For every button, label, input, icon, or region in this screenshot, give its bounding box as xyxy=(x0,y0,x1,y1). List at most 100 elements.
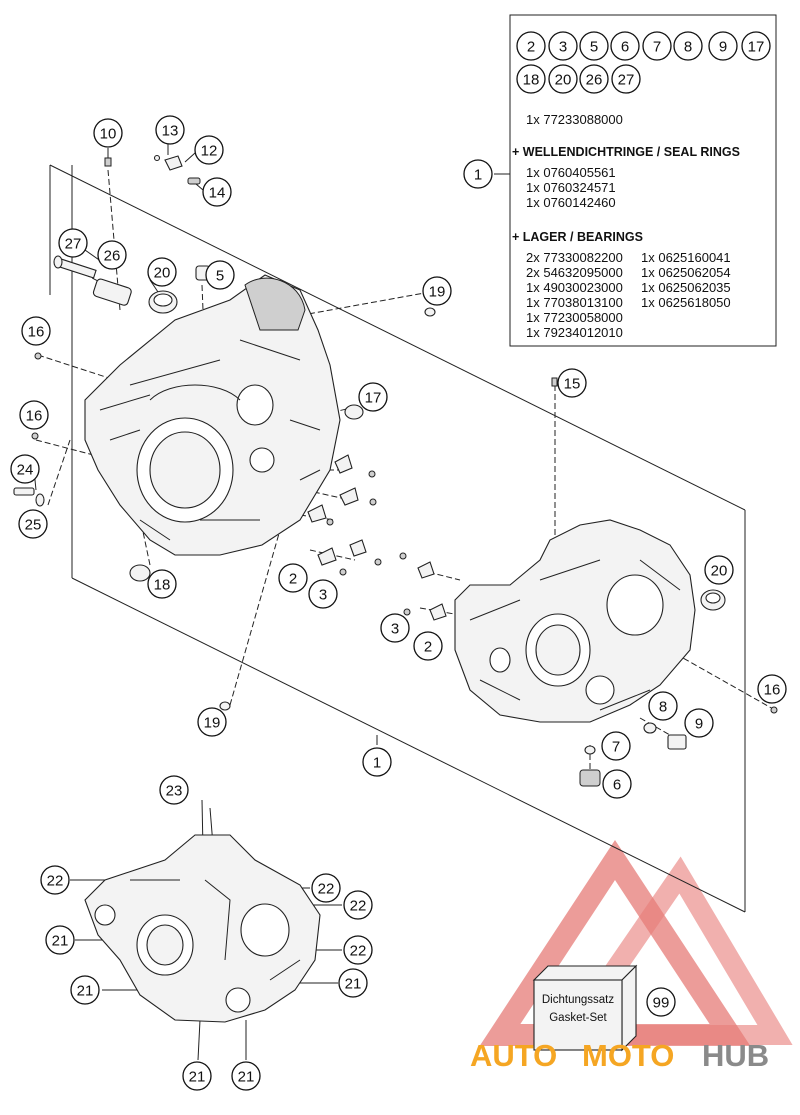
callout-circle xyxy=(40,865,70,895)
callout-13: 13 xyxy=(155,115,185,145)
callout-number: 26 xyxy=(104,248,121,265)
callout-24: 24 xyxy=(10,454,40,484)
legend-bearing-item: 1x 0625160041 xyxy=(641,250,731,265)
legend-bearing-item: 1x 77230058000 xyxy=(526,310,623,325)
legend-chip-number: 5 xyxy=(590,39,598,56)
callout-3-right: 3 xyxy=(380,613,410,643)
callout-circle xyxy=(704,555,734,585)
callout-21-b: 21 xyxy=(70,975,100,1005)
callout-7: 7 xyxy=(601,731,631,761)
callout-circle xyxy=(601,731,631,761)
callout-number: 20 xyxy=(711,563,728,580)
callout-circle xyxy=(194,135,224,165)
legend-bearing-item: 1x 49030023000 xyxy=(526,280,623,295)
callout-number: 1 xyxy=(373,755,381,772)
gasket-kit-box: Dichtungssatz Gasket-Set xyxy=(532,964,638,1052)
callout-2-left: 2 xyxy=(278,563,308,593)
legend-chip-circle xyxy=(642,31,672,61)
callout-circle xyxy=(648,691,678,721)
callout-number: 21 xyxy=(345,976,362,993)
callout-circle xyxy=(308,579,338,609)
callout-circle xyxy=(646,987,676,1017)
callout-number: 22 xyxy=(350,898,367,915)
callout-number: 13 xyxy=(162,123,179,140)
callout-16-a: 16 xyxy=(21,316,51,346)
callout-22-d: 22 xyxy=(343,935,373,965)
callout-layer: 1122335678910121314151616161718191920202… xyxy=(10,115,787,1091)
callout-circle xyxy=(147,569,177,599)
callout-3-left: 3 xyxy=(308,579,338,609)
legend-chip-number: 18 xyxy=(523,72,540,89)
callout-circle xyxy=(278,563,308,593)
callout-circle xyxy=(155,115,185,145)
legend-bearing-item: 2x 54632095000 xyxy=(526,265,623,280)
gasket-kit-label-de: Dichtungssatz xyxy=(542,994,614,1006)
legend-main-part: 1x 77233088000 xyxy=(526,112,623,127)
callout-16-b: 16 xyxy=(19,400,49,430)
callout-number: 23 xyxy=(166,783,183,800)
callout-6: 6 xyxy=(602,769,632,799)
callout-number: 17 xyxy=(365,390,382,407)
callout-9: 9 xyxy=(684,708,714,738)
legend-chip-circle xyxy=(516,31,546,61)
legend-chip: 26 xyxy=(579,64,609,94)
callout-circle xyxy=(422,276,452,306)
callout-22-c: 22 xyxy=(343,890,373,920)
legend-bearing-item: 1x 0625618050 xyxy=(641,295,731,310)
callout-number: 21 xyxy=(52,933,69,950)
callout-number: 16 xyxy=(28,324,45,341)
legend-chip-number: 6 xyxy=(621,39,629,56)
callout-21-d: 21 xyxy=(182,1061,212,1091)
callout-8: 8 xyxy=(648,691,678,721)
crankcase-detail-view xyxy=(84,834,321,1023)
callout-16-c: 16 xyxy=(757,674,787,704)
callout-number: 2 xyxy=(289,571,297,588)
small-parts xyxy=(13,154,778,787)
callout-circle xyxy=(18,509,48,539)
callout-number: 9 xyxy=(695,716,703,733)
callout-number: 20 xyxy=(154,265,171,282)
callout-number: 1 xyxy=(474,167,482,184)
callout-circle xyxy=(380,613,410,643)
legend-chip: 6 xyxy=(610,31,640,61)
callout-2-right: 2 xyxy=(413,631,443,661)
watermark-part-hub: HUB xyxy=(702,1038,769,1073)
callout-10: 10 xyxy=(93,118,123,148)
callout-number: 22 xyxy=(318,881,335,898)
callout-circle xyxy=(97,240,127,270)
legend-chip: 9 xyxy=(708,31,738,61)
callout-20-right: 20 xyxy=(704,555,734,585)
callout-number: 18 xyxy=(154,577,171,594)
callout-number: 10 xyxy=(100,126,117,143)
legend-chip-circle xyxy=(611,64,641,94)
legend-chip-circle xyxy=(548,31,578,61)
legend-chip: 2 xyxy=(516,31,546,61)
callout-27: 27 xyxy=(58,228,88,258)
callout-number: 19 xyxy=(429,284,446,301)
callout-number: 21 xyxy=(189,1069,206,1086)
legend-seal-item: 1x 0760142460 xyxy=(526,195,616,210)
callout-number: 15 xyxy=(564,376,581,393)
legend-chip: 7 xyxy=(642,31,672,61)
callout-circle xyxy=(463,159,493,189)
callout-18: 18 xyxy=(147,569,177,599)
callout-number: 2 xyxy=(424,639,432,656)
callout-number: 14 xyxy=(209,185,226,202)
legend-chip-circle xyxy=(579,31,609,61)
callout-number: 3 xyxy=(319,587,327,604)
callout-26: 26 xyxy=(97,240,127,270)
legend-chip: 8 xyxy=(673,31,703,61)
callout-1-main: 1 xyxy=(362,747,392,777)
callout-circle xyxy=(413,631,443,661)
callout-circle xyxy=(197,707,227,737)
legend-chip-circle xyxy=(741,31,771,61)
legend-seal-item: 1x 0760324571 xyxy=(526,180,616,195)
right-crankcase-half xyxy=(454,519,696,723)
callout-number: 21 xyxy=(238,1069,255,1086)
callout-number: 24 xyxy=(17,462,34,479)
callout-21-a: 21 xyxy=(45,925,75,955)
watermark-part-moto: MOTO xyxy=(582,1038,674,1073)
callout-number: 12 xyxy=(201,143,218,160)
callout-number: 25 xyxy=(25,517,42,534)
